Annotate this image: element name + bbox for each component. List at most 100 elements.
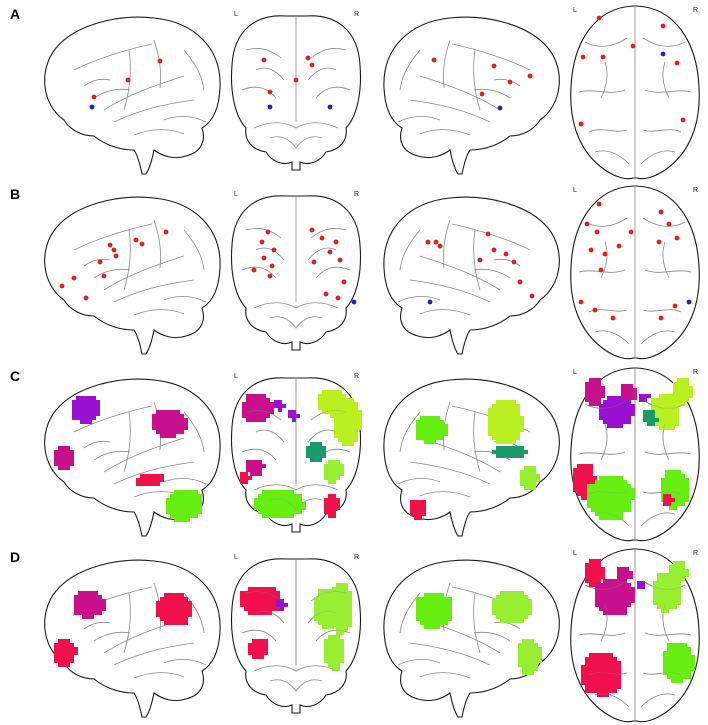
activation-voxel bbox=[282, 404, 286, 408]
activation-voxel bbox=[96, 412, 100, 416]
activation-voxel bbox=[170, 502, 174, 506]
activation-voxel bbox=[242, 414, 246, 418]
activation-voxel bbox=[70, 655, 74, 659]
activation-voxel bbox=[623, 492, 627, 496]
activation-voxel bbox=[176, 617, 180, 621]
activation-voxel bbox=[334, 434, 338, 438]
activation-voxel bbox=[534, 659, 538, 663]
activation-voxel bbox=[62, 458, 66, 462]
activation-voxel bbox=[84, 412, 88, 416]
activation-voxel bbox=[266, 510, 270, 514]
activation-voxel bbox=[436, 613, 440, 617]
activation-voxel bbox=[278, 490, 282, 494]
activation-voxel bbox=[603, 416, 607, 420]
activation-voxel bbox=[619, 416, 623, 420]
activation-voxel bbox=[252, 595, 256, 599]
activation-voxel bbox=[188, 601, 192, 605]
activation-voxel bbox=[619, 496, 623, 500]
sulcus-line bbox=[253, 122, 339, 129]
activation-voxel bbox=[256, 599, 260, 603]
activation-voxel bbox=[306, 454, 310, 458]
activation-voxel bbox=[344, 595, 348, 599]
activation-voxel bbox=[577, 464, 581, 468]
activation-voxel bbox=[160, 414, 164, 418]
activation-voxel bbox=[619, 603, 623, 607]
activation-voxel bbox=[671, 679, 675, 683]
activation-voxel bbox=[601, 673, 605, 677]
activation-voxel bbox=[168, 422, 172, 426]
activation-voxel bbox=[508, 412, 512, 416]
activation-voxel bbox=[240, 599, 244, 603]
activation-voxel bbox=[673, 601, 677, 605]
activation-voxel bbox=[190, 514, 194, 518]
activation-voxel bbox=[619, 516, 623, 520]
activation-voxel bbox=[581, 496, 585, 500]
red-node bbox=[323, 291, 329, 297]
activation-voxel bbox=[418, 508, 422, 512]
sulcus-line bbox=[409, 642, 491, 666]
activation-voxel bbox=[258, 460, 262, 464]
activation-voxel bbox=[677, 498, 681, 502]
activation-voxel bbox=[607, 476, 611, 480]
activation-voxel bbox=[611, 476, 615, 480]
activation-voxel bbox=[340, 659, 344, 663]
activation-voxel bbox=[609, 689, 613, 693]
activation-voxel bbox=[172, 430, 176, 434]
activation-voxel bbox=[286, 490, 290, 494]
sulcus-line bbox=[644, 89, 692, 93]
activation-voxel bbox=[516, 416, 520, 420]
activation-voxel bbox=[332, 476, 336, 480]
activation-voxel bbox=[82, 603, 86, 607]
activation-voxel bbox=[530, 647, 534, 651]
activation-voxel bbox=[180, 601, 184, 605]
activation-voxel bbox=[500, 619, 504, 623]
activation-voxel bbox=[667, 494, 671, 498]
activation-voxel bbox=[591, 496, 595, 500]
activation-voxel bbox=[440, 605, 444, 609]
activation-voxel bbox=[266, 406, 270, 410]
activation-voxel bbox=[354, 414, 358, 418]
activation-voxel bbox=[518, 663, 522, 667]
activation-voxel bbox=[599, 607, 603, 611]
activation-voxel bbox=[322, 390, 326, 394]
activation-voxel bbox=[512, 424, 516, 428]
activation-voxel bbox=[657, 601, 661, 605]
activation-voxel bbox=[671, 659, 675, 663]
sulcus-line bbox=[245, 228, 282, 239]
activation-voxel bbox=[318, 442, 322, 446]
sulcus-line bbox=[307, 247, 337, 261]
activation-voxel bbox=[530, 651, 534, 655]
activation-voxel bbox=[184, 597, 188, 601]
activation-voxel bbox=[152, 418, 156, 422]
activation-voxel bbox=[595, 599, 599, 603]
activation-voxel bbox=[270, 406, 274, 410]
sulcus-line bbox=[419, 309, 471, 316]
activation-voxel bbox=[340, 615, 344, 619]
sulcus-line bbox=[241, 629, 277, 642]
activation-voxel bbox=[194, 494, 198, 498]
activation-voxel bbox=[254, 460, 258, 464]
activation-voxel bbox=[597, 681, 601, 685]
activation-voxel bbox=[260, 651, 264, 655]
activation-voxel bbox=[186, 490, 190, 494]
activation-voxel bbox=[172, 593, 176, 597]
activation-voxel bbox=[605, 653, 609, 657]
activation-voxel bbox=[62, 454, 66, 458]
activation-voxel bbox=[615, 504, 619, 508]
activation-voxel bbox=[332, 667, 336, 671]
activation-voxel bbox=[615, 476, 619, 480]
activation-voxel bbox=[148, 482, 152, 486]
activation-voxel bbox=[342, 414, 346, 418]
activation-voxel bbox=[348, 603, 352, 607]
activation-voxel bbox=[182, 518, 186, 522]
activation-voxel bbox=[256, 607, 260, 611]
activation-voxel bbox=[330, 414, 334, 418]
activation-voxel bbox=[689, 390, 693, 394]
activation-voxel bbox=[260, 607, 264, 611]
activation-voxel bbox=[599, 508, 603, 512]
activation-voxel bbox=[595, 595, 599, 599]
activation-voxel bbox=[603, 404, 607, 408]
right-marker: R bbox=[693, 7, 698, 14]
brain-view-sag bbox=[383, 378, 560, 537]
activation-voxel bbox=[526, 663, 530, 667]
